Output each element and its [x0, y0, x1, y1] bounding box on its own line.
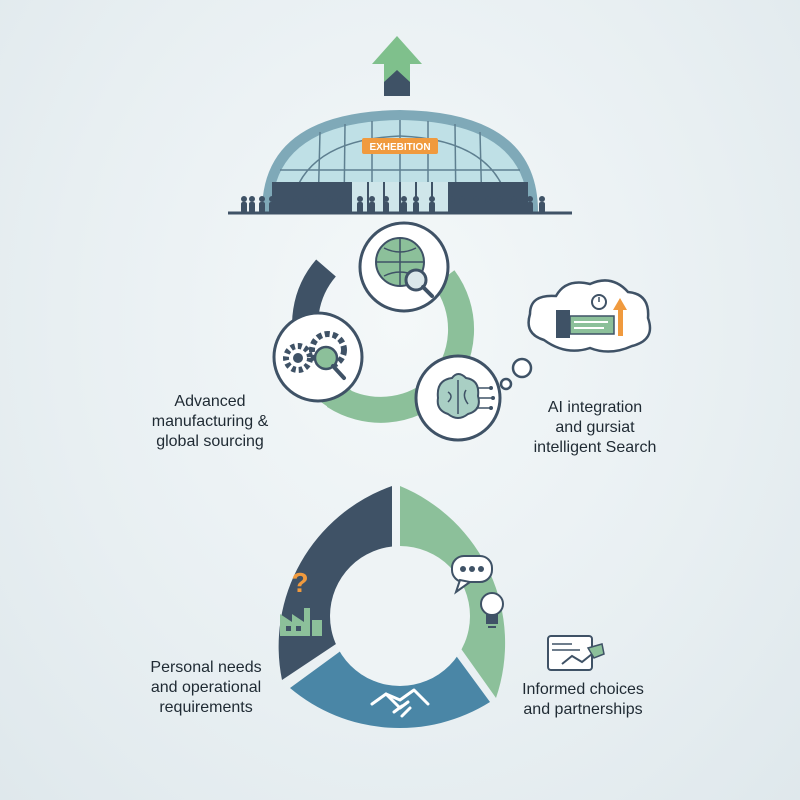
person-silhouette-body [449, 202, 455, 213]
person-silhouette-body [511, 202, 517, 213]
person-silhouette-body [357, 202, 363, 213]
lightbulb-icon [480, 592, 504, 628]
person-silhouette-head [293, 196, 299, 202]
gears-magnifier-icon [272, 311, 364, 403]
person-silhouette-head [313, 196, 319, 202]
person-silhouette-body [473, 202, 479, 213]
person-silhouette-body [269, 202, 275, 213]
person-silhouette-head [459, 196, 465, 202]
speech-bubble-icon [451, 555, 493, 595]
person-silhouette-head [383, 196, 389, 202]
person-silhouette-body [313, 202, 319, 213]
person-silhouette-head [473, 196, 479, 202]
person-silhouette-head [413, 196, 419, 202]
handshake-icon [370, 688, 430, 718]
person-silhouette-head [539, 196, 545, 202]
crowd [241, 196, 545, 213]
person-silhouette-body [527, 202, 533, 213]
person-silhouette-head [241, 196, 247, 202]
factory-icon [280, 608, 322, 636]
bottom-donut [278, 486, 506, 729]
person-silhouette-body [539, 202, 545, 213]
person-silhouette-body [383, 202, 389, 213]
person-silhouette-head [303, 196, 309, 202]
person-silhouette-body [293, 202, 299, 213]
exhibition-sign-text: EXHEBITION [369, 142, 430, 153]
person-silhouette-head [449, 196, 455, 202]
person-silhouette-head [485, 196, 491, 202]
person-silhouette-head [497, 196, 503, 202]
label-personal-needs: Personal needs and operational requireme… [150, 659, 262, 716]
person-silhouette-body [241, 202, 247, 213]
dashboard-thought-cloud-icon [499, 279, 652, 391]
person-silhouette-head [337, 196, 343, 202]
person-silhouette-head [269, 196, 275, 202]
person-silhouette-body [369, 202, 375, 213]
person-silhouette-body [337, 202, 343, 213]
person-silhouette-head [401, 196, 407, 202]
person-silhouette-body [413, 202, 419, 213]
person-silhouette-body [485, 202, 491, 213]
label-manufacturing: Advanced manufacturing & global sourcing [151, 393, 269, 450]
person-silhouette-head [327, 196, 333, 202]
label-ai-integration: AI integration and gursiat intelligent S… [533, 399, 657, 456]
person-silhouette-head [357, 196, 363, 202]
question-mark-badge: ? [291, 567, 308, 598]
label-informed-choices: Informed choices and partnerships [522, 681, 644, 718]
contract-handshake-icon [547, 635, 605, 671]
person-silhouette-head [527, 196, 533, 202]
exhibition-sign: EXHEBITION [362, 138, 438, 154]
up-arrow-icon [372, 36, 422, 96]
exhibition-building [228, 110, 572, 215]
person-silhouette-body [259, 202, 265, 213]
globe-magnifier-icon [358, 221, 450, 313]
person-silhouette-head [511, 196, 517, 202]
person-silhouette-body [497, 202, 503, 213]
person-silhouette-body [327, 202, 333, 213]
person-silhouette-head [369, 196, 375, 202]
person-silhouette-body [429, 202, 435, 213]
circuit-brain-icon [414, 354, 502, 442]
person-silhouette-body [401, 202, 407, 213]
person-silhouette-body [303, 202, 309, 213]
person-silhouette-body [459, 202, 465, 213]
person-silhouette-head [429, 196, 435, 202]
person-silhouette-body [249, 202, 255, 213]
person-silhouette-head [249, 196, 255, 202]
person-silhouette-head [259, 196, 265, 202]
